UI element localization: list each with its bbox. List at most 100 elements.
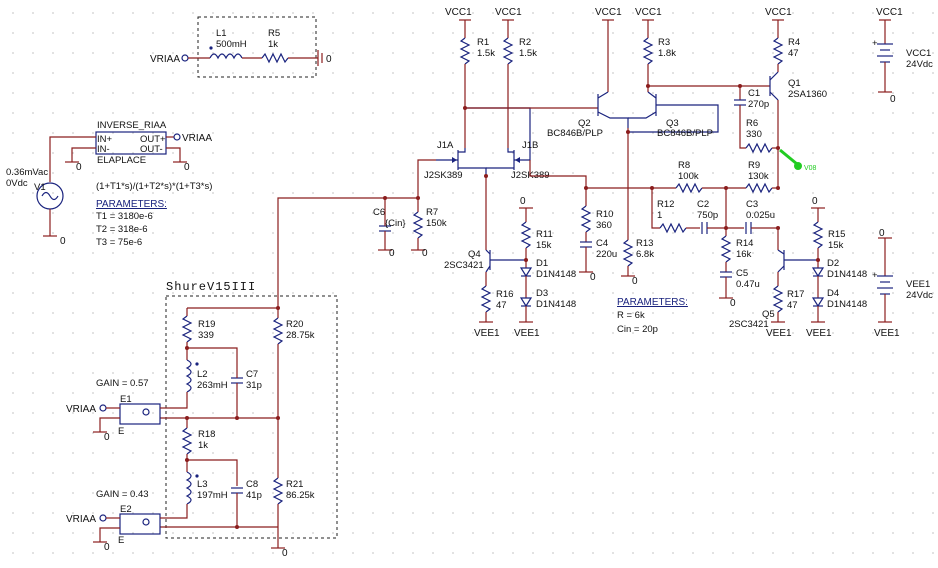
capacitor-c7[interactable]: C7 31p	[231, 369, 262, 391]
resistor-r11[interactable]: R11 15k	[520, 221, 553, 251]
vcc-net-r1: VCC1	[445, 7, 472, 21]
svg-text:E: E	[118, 535, 124, 546]
resistor-r14[interactable]: R14 16k	[720, 235, 753, 263]
resistor-r18[interactable]: R18 1k	[181, 427, 215, 455]
inductor-l2[interactable]: L2 263mH	[185, 359, 228, 393]
vcvs-e2[interactable]: GAIN = 0.43 E2 E	[96, 489, 161, 546]
diode-d4[interactable]: D4 D1N4148	[811, 288, 867, 310]
svg-text:R = 6k: R = 6k	[617, 310, 645, 321]
svg-text:0: 0	[632, 276, 638, 287]
inductor-l1[interactable]: L1 500mH	[209, 28, 247, 60]
svg-text:2SC3421: 2SC3421	[729, 319, 769, 330]
svg-text:VRIAA: VRIAA	[66, 514, 96, 525]
inductor-l3[interactable]: L3 197mH	[185, 471, 228, 505]
parameters-left: PARAMETERS: T1 = 3180e-6 T2 = 318e-6 T3 …	[96, 199, 167, 248]
svg-text:263mH: 263mH	[197, 380, 228, 391]
svg-text:C8: C8	[246, 479, 258, 490]
resistor-r2[interactable]: R2 1.5k	[502, 37, 537, 65]
svg-text:E1: E1	[120, 394, 132, 405]
voltage-probe[interactable]: V08	[779, 148, 817, 172]
svg-text:15k: 15k	[536, 240, 552, 251]
resistor-r1[interactable]: R1 1.5k	[459, 37, 495, 65]
shure-title: ShureV15III	[166, 280, 256, 294]
transfer-function: (1+T1*s)/(1+T2*s)*(1+T3*s)	[96, 181, 212, 192]
resistor-r16[interactable]: R16 47	[480, 285, 513, 313]
l1-ref: L1	[216, 28, 227, 39]
resistor-r13[interactable]: R13 6.8k	[622, 238, 654, 267]
svg-text:VCC1: VCC1	[595, 7, 622, 18]
svg-text:0: 0	[812, 196, 818, 207]
gain-e2: GAIN = 0.43	[96, 489, 149, 500]
bjt-q2[interactable]: Q2 BC846B/PLP	[547, 91, 629, 139]
capacitor-c3[interactable]: C3 0.025u	[745, 199, 775, 234]
capacitor-c2[interactable]: C2 750p	[697, 199, 718, 234]
svg-text:PARAMETERS:: PARAMETERS:	[617, 297, 688, 308]
jfet-j1b[interactable]: J1B J2SK389	[465, 107, 550, 181]
svg-text:R9: R9	[748, 160, 760, 171]
bjt-q1[interactable]: Q1 2SA1360	[769, 71, 827, 101]
resistor-r5[interactable]: R5 1k	[261, 28, 289, 64]
capacitor-c6[interactable]: C6 {Cin}	[373, 207, 406, 232]
svg-text:D1N4148: D1N4148	[827, 269, 867, 280]
capacitor-c8[interactable]: C8 41p	[231, 479, 262, 501]
vriaa-net-left[interactable]: VRIAA	[150, 54, 189, 65]
svg-text:R15: R15	[828, 229, 845, 240]
resistor-r15[interactable]: R15 15k	[812, 221, 845, 251]
svg-text:0Vdc: 0Vdc	[6, 178, 28, 189]
resistor-r10[interactable]: R10 360	[580, 205, 613, 233]
resistor-r20[interactable]: R20 28.75k	[272, 317, 315, 345]
svg-text:C1: C1	[748, 88, 760, 99]
svg-text:D1N4148: D1N4148	[536, 269, 576, 280]
supply-vee1[interactable]: 0 + VEE1 VEE1 24Vdc	[872, 228, 933, 339]
svg-text:47: 47	[788, 48, 799, 59]
vcc-net-r2: VCC1	[495, 7, 522, 21]
bjt-q5[interactable]: Q5 2SC3421	[729, 249, 818, 330]
resistor-r21[interactable]: R21 86.25k	[272, 477, 315, 505]
svg-text:0: 0	[76, 162, 82, 173]
svg-text:L3: L3	[197, 479, 208, 490]
svg-text:OUT-: OUT-	[140, 144, 163, 155]
resistor-r9[interactable]: R9 130k	[745, 160, 773, 194]
capacitor-c1[interactable]: C1 270p	[734, 88, 769, 110]
source-v1[interactable]: V1 0.36mVac 0Vdc	[6, 167, 64, 210]
resistor-r3[interactable]: R3 1.8k	[642, 37, 676, 65]
svg-text:Q1: Q1	[788, 78, 801, 89]
diode-d1[interactable]: D1 D1N4148	[519, 258, 576, 280]
svg-text:BC846B/PLP: BC846B/PLP	[657, 128, 713, 139]
resistor-r12[interactable]: R12 1	[657, 199, 687, 234]
riaa-cartridge-box	[197, 16, 317, 78]
diode-d2[interactable]: D2 D1N4148	[811, 258, 867, 280]
diode-d3[interactable]: D3 D1N4148	[519, 288, 576, 310]
svg-text:VCC1: VCC1	[635, 7, 662, 18]
elaplace-block[interactable]: INVERSE_RIAA IN+ IN- OUT+ OUT- ELAPLACE …	[95, 120, 212, 192]
svg-text:R6: R6	[746, 118, 758, 129]
gain-e1: GAIN = 0.57	[96, 378, 149, 389]
bjt-q4[interactable]: Q4 2SC3421	[444, 249, 526, 273]
resistor-r4[interactable]: R4 47	[772, 37, 800, 65]
svg-text:VRIAA: VRIAA	[66, 404, 96, 415]
svg-text:D4: D4	[827, 288, 839, 299]
resistor-r7[interactable]: R7 150k	[412, 207, 447, 239]
bjt-q3[interactable]: Q3 BC846B/PLP	[628, 91, 719, 139]
vcc-net-r3: VCC1	[635, 7, 662, 21]
svg-text:Q4: Q4	[468, 249, 481, 260]
svg-text:R14: R14	[736, 238, 753, 249]
resistor-r8[interactable]: R8 100k	[675, 160, 703, 194]
resistor-r17[interactable]: R17 47	[772, 285, 804, 313]
jfet-j1a[interactable]: J1A J2SK389	[424, 140, 487, 181]
vcvs-e1[interactable]: GAIN = 0.57 E1 E	[96, 378, 161, 437]
svg-text:0.025u: 0.025u	[746, 210, 775, 221]
svg-text:T2 = 318e-6: T2 = 318e-6	[96, 224, 148, 235]
svg-text:R3: R3	[658, 37, 670, 48]
svg-text:R1: R1	[477, 37, 489, 48]
svg-text:1.5k: 1.5k	[519, 48, 537, 59]
supply-vcc1[interactable]: VCC1 + VCC1 24Vdc	[872, 7, 933, 86]
svg-text:+: +	[872, 270, 878, 281]
resistor-r19[interactable]: R19 339	[181, 315, 215, 343]
svg-text:+: +	[872, 38, 878, 49]
svg-text:VCC1: VCC1	[445, 7, 472, 18]
svg-text:PARAMETERS:: PARAMETERS:	[96, 199, 167, 210]
resistor-r6[interactable]: R6 330	[745, 118, 773, 154]
